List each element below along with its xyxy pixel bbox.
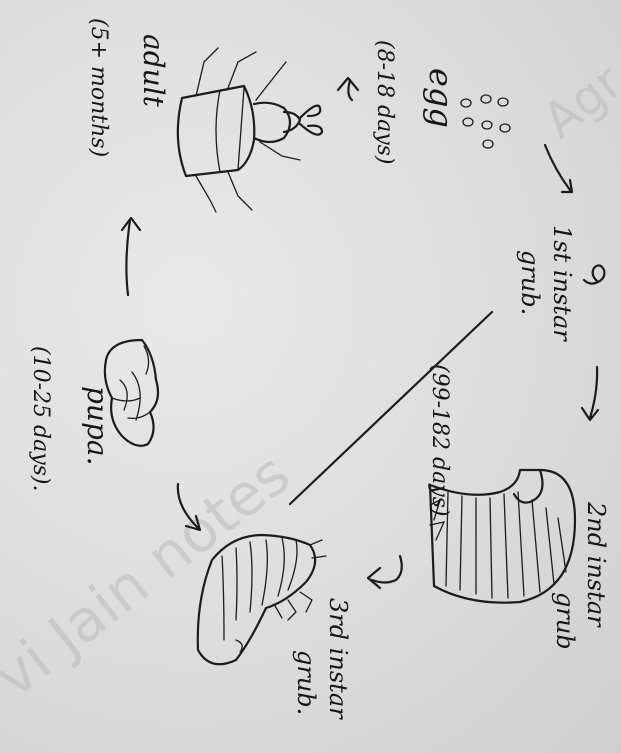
second-instar-label-line1: 2nd instar — [582, 501, 610, 628]
third-instar-stage: 3rd instar grub. — [198, 535, 352, 720]
egg-label: egg — [422, 68, 460, 128]
third-instar-label-line2: grub. — [292, 650, 320, 715]
second-instar-label-line2: grub — [551, 592, 579, 650]
first-instar-label-line2: grub. — [516, 250, 544, 315]
egg-stage: egg (8-18 days) — [372, 40, 510, 165]
egg-cluster-icon — [461, 95, 510, 148]
adult-beetle-icon — [178, 48, 322, 212]
third-instar-grub-icon — [198, 535, 326, 664]
connector-line — [290, 312, 492, 504]
first-instar-label-line1: 1st instar — [548, 225, 576, 342]
pupa-duration: (10-25 days). — [28, 346, 53, 492]
first-instar-grub-icon — [584, 265, 604, 283]
adult-stage: adult (5+ months) — [86, 18, 322, 212]
second-instar-duration: (99-182 days) — [427, 364, 452, 517]
pupa-stage: pupa. (10-25 days). — [28, 340, 158, 492]
arrow-pupa-to-adult — [122, 218, 140, 295]
watermark-corner: Agr — [533, 54, 621, 149]
egg-duration: (8-18 days) — [372, 40, 397, 165]
first-instar-stage: 1st instar grub. — [516, 225, 604, 342]
pupa-label: pupa. — [81, 386, 114, 465]
third-instar-label-line1: 3rd instar — [324, 598, 352, 720]
adult-label: adult — [137, 34, 170, 108]
arrow-egg-to-first-instar — [545, 145, 572, 192]
second-instar-stage: 2nd instar grub (99-182 days) — [427, 364, 610, 650]
arrow-second-to-third-instar — [368, 556, 402, 588]
arrow-adult-to-egg — [338, 78, 358, 100]
arrow-first-to-second-instar — [582, 367, 598, 420]
adult-duration: (5+ months) — [86, 18, 111, 157]
